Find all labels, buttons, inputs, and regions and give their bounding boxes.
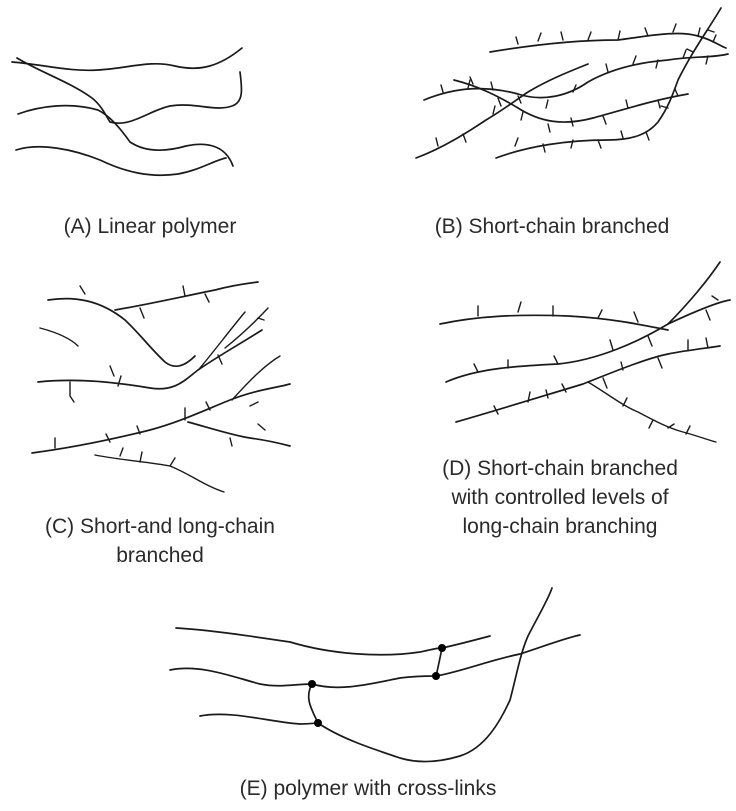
polymer-chain (38, 330, 262, 389)
crosslink-dot (432, 672, 440, 680)
polymer-chain (188, 422, 290, 446)
long-branch (588, 382, 716, 442)
polymer-chain (490, 33, 726, 52)
crosslink-dot (308, 680, 316, 688)
long-branch (40, 308, 280, 492)
polymer-chain (496, 8, 721, 158)
polymer-chain (115, 282, 258, 310)
polymer-chain (18, 106, 233, 166)
polymer-chain (668, 262, 720, 324)
polymer-chain (17, 58, 242, 123)
polymer-chain (200, 588, 552, 762)
caption-d: (D) Short-chain branched with controlled… (360, 454, 736, 541)
caption-b: (B) Short-chain branched (368, 212, 736, 241)
crosslink (309, 684, 318, 723)
polymer-chain (440, 315, 668, 330)
polymer-chain (16, 147, 226, 175)
caption-c-line2: branched (0, 541, 320, 570)
polymer-chain (170, 635, 580, 687)
polymer-chain (454, 80, 688, 122)
panel-b-short-chain: (B) Short-chain branched (368, 0, 736, 260)
panel-a-linear: (A) Linear polymer (0, 0, 368, 260)
panel-c-short-long-chain: (C) Short-and long-chain branched (0, 260, 368, 580)
caption-d-line3: long-chain branching (360, 512, 736, 541)
panel-d-controlled-branching: (D) Short-chain branched with controlled… (368, 260, 736, 580)
crosslink-dot (314, 719, 322, 727)
caption-d-line1: (D) Short-chain branched (360, 454, 736, 483)
caption-d-line2: with controlled levels of (360, 483, 736, 512)
polymer-chain (416, 64, 588, 158)
crosslink-dot (438, 644, 446, 652)
short-branch (55, 286, 265, 466)
caption-a: (A) Linear polymer (0, 212, 300, 241)
crosslink (436, 648, 442, 676)
caption-c-line1: (C) Short-and long-chain (0, 512, 320, 541)
caption-c: (C) Short-and long-chain branched (0, 512, 320, 570)
panel-e-crosslinked: (E) polymer with cross-links (0, 580, 736, 811)
caption-e: (E) polymer with cross-links (0, 774, 736, 803)
polymer-chain (12, 48, 242, 70)
